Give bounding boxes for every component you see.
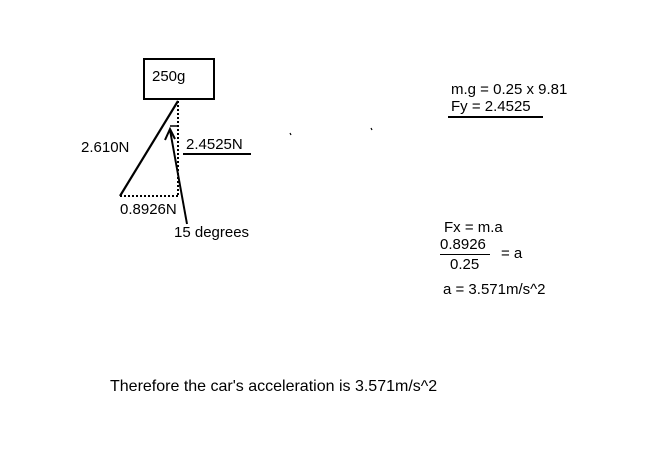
weight-calc-line2: Fy = 2.4525 (451, 98, 531, 115)
weight-calc-line1: m.g = 0.25 x 9.81 (451, 81, 568, 98)
accel-fraction-bar (440, 254, 490, 255)
angle-arrow-line (169, 129, 188, 225)
mass-label: 250g (152, 68, 186, 85)
accel-fraction-denominator: 0.25 (450, 256, 480, 273)
angle-arrow-head (164, 126, 176, 141)
accel-fraction-equals: = a (501, 245, 523, 262)
vertical-force-underline (183, 153, 251, 155)
accel-fraction-numerator: 0.8926 (440, 236, 486, 253)
vertical-force-label: 2.4525N (186, 136, 243, 153)
hypotenuse-force-label: 2.610N (81, 139, 130, 156)
angle-label: 15 degrees (174, 224, 250, 241)
stray-mark (289, 132, 292, 136)
accel-result: a = 3.571m/s^2 (443, 281, 546, 298)
stray-mark (370, 127, 373, 131)
conclusion-text: Therefore the car's acceleration is 3.57… (110, 378, 438, 395)
accel-calc-line1: Fx = m.a (444, 219, 503, 236)
hypotenuse-force-line (119, 100, 179, 197)
weight-calc-underline (448, 116, 543, 118)
horizontal-force-label: 0.8926N (120, 201, 177, 218)
mass-box: 250g (143, 58, 215, 100)
